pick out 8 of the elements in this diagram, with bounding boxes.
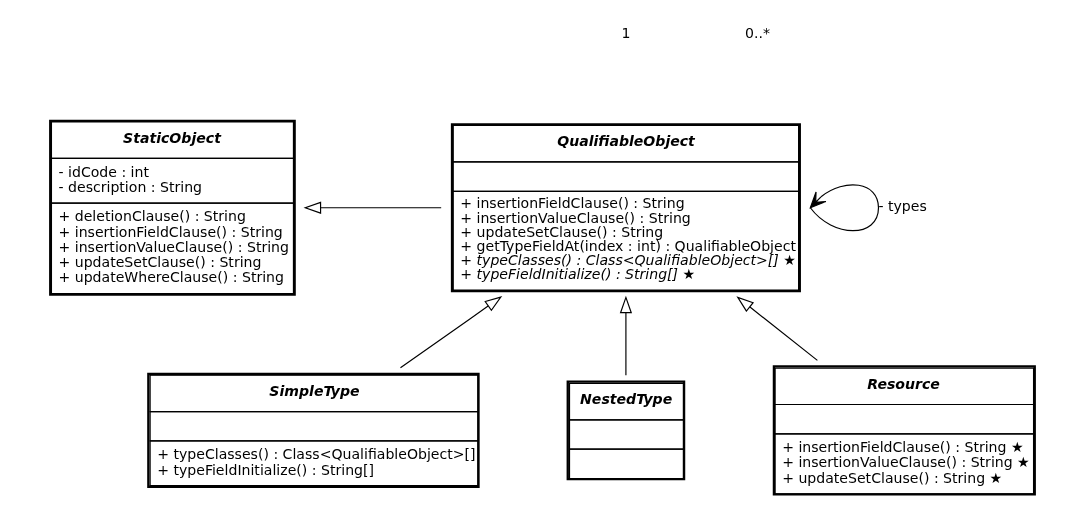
edge-label: - types <box>877 198 927 215</box>
label: 0..* <box>744 24 770 41</box>
arrow <box>735 296 818 361</box>
label: 1 <box>620 24 630 41</box>
arrow <box>399 296 502 369</box>
arrow <box>809 184 879 232</box>
arrow <box>303 201 442 214</box>
arrow <box>619 295 632 376</box>
